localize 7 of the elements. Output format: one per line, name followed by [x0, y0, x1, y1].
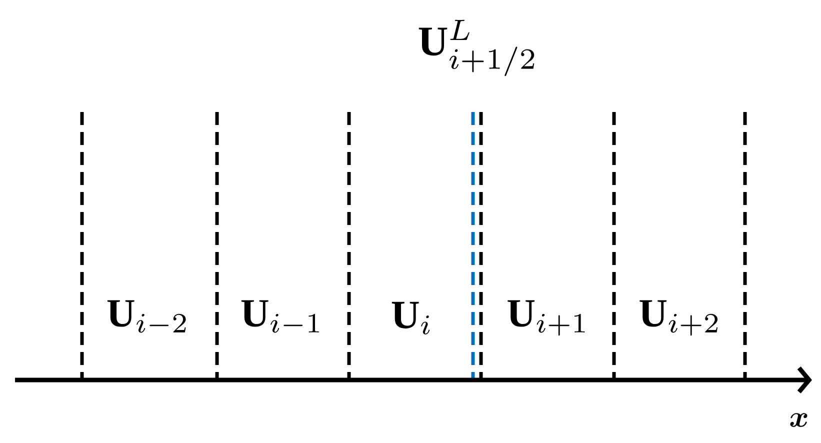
- cell-value-label: $\mathbf{U}_{i-2}$: [107, 300, 186, 333]
- cell-value-label: $\mathbf{U}_{i-1}$: [241, 300, 319, 333]
- cell-value-label: $\mathbf{U}_{i}$: [392, 302, 430, 334]
- axis-label: $\boldsymbol{x}$: [790, 413, 808, 427]
- cell-value-label: $\mathbf{U}_{i+1}$: [508, 300, 585, 336]
- cell-value-label: $\mathbf{U}_{i+2}$: [640, 300, 718, 336]
- interface-value-label: $\mathbf{U}^{L}_{i+1/2}$: [418, 20, 534, 76]
